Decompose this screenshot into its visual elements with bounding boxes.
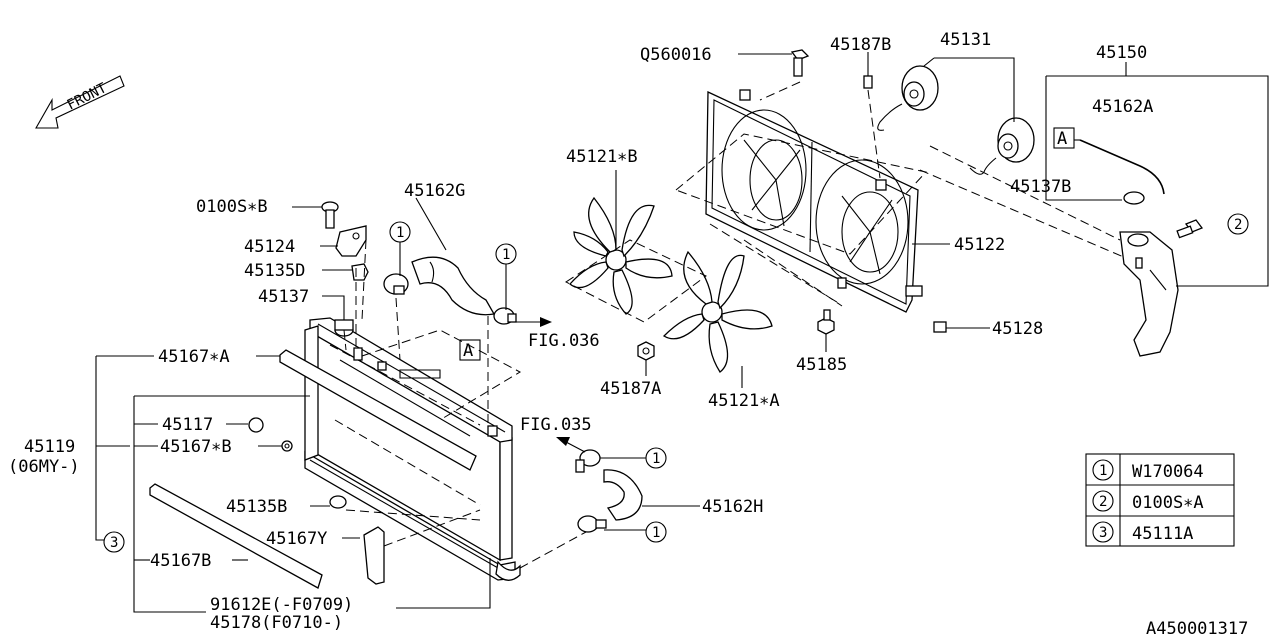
legend-part-2: 0100S∗A xyxy=(1132,493,1204,513)
svg-text:A: A xyxy=(463,341,473,361)
fan-blade-b xyxy=(569,196,673,315)
clamp-lower-lower xyxy=(577,515,607,533)
clamp-lower-upper xyxy=(575,449,601,473)
cushion-45135d xyxy=(351,263,369,281)
reservoir-cap xyxy=(1123,191,1145,205)
label-45137: 45137 xyxy=(258,287,309,307)
label-fig036: FIG.036 xyxy=(528,331,600,351)
svg-text:1: 1 xyxy=(652,525,660,541)
bracket-45124 xyxy=(335,225,367,257)
callout-circle-2: 2 xyxy=(1227,213,1249,235)
callout-circle-1-upper-left: 1 xyxy=(389,221,411,243)
svg-text:1: 1 xyxy=(652,451,660,467)
label-45124: 45124 xyxy=(244,237,295,257)
fan-motor-lower xyxy=(969,117,1035,175)
fan-blade-a xyxy=(662,250,773,373)
label-45162g: 45162G xyxy=(404,181,465,201)
callout-circle-1-lower-lower: 1 xyxy=(645,521,667,543)
legend-table: 1 W170064 2 0100S∗A 3 45111A xyxy=(1085,453,1235,547)
ref-box-a-left: A xyxy=(459,339,481,361)
upper-hose xyxy=(411,256,496,316)
legend-part-3: 45111A xyxy=(1132,524,1193,544)
ref-box-a-right: A xyxy=(1053,127,1075,149)
bolt-circle-2 xyxy=(1176,219,1204,239)
label-45162a: 45162A xyxy=(1092,97,1153,117)
svg-text:A: A xyxy=(1057,129,1067,149)
label-45167b: 45167B xyxy=(150,551,211,571)
cushion-45117 xyxy=(248,417,264,433)
lower-hose xyxy=(603,469,643,521)
label-45122: 45122 xyxy=(954,235,1005,255)
upper-seal xyxy=(279,349,477,471)
lower-seal xyxy=(149,483,323,589)
bolt-45185 xyxy=(817,309,835,335)
legend-part-1: W170064 xyxy=(1132,462,1204,482)
label-fig035: FIG.035 xyxy=(520,415,592,435)
label-45131: 45131 xyxy=(940,30,991,50)
label-45117: 45117 xyxy=(162,415,213,435)
label-45135d: 45135D xyxy=(244,261,305,281)
bolt-0100s-b xyxy=(321,201,339,229)
front-arrow-icon: FRONT xyxy=(35,75,125,129)
label-45119: 45119 xyxy=(24,437,75,457)
fan-shroud xyxy=(705,89,923,313)
clip-45128 xyxy=(933,321,947,333)
leader-lines xyxy=(95,52,1269,613)
label-45119-sub: (06MY-) xyxy=(8,457,80,477)
clamp-upper-right xyxy=(493,307,517,325)
label-91612e: 91612E(-F0709) xyxy=(210,595,353,615)
document-number: A450001317 xyxy=(1146,619,1248,639)
clamp-upper-left xyxy=(383,273,409,295)
label-45187b: 45187B xyxy=(830,35,891,55)
svg-text:3: 3 xyxy=(110,535,118,551)
label-45187a: 45187A xyxy=(600,379,661,399)
label-45185: 45185 xyxy=(796,355,847,375)
label-45167b-star: 45167∗B xyxy=(160,437,232,457)
label-45137b: 45137B xyxy=(1010,177,1071,197)
label-0100s-b: 0100S∗B xyxy=(196,197,268,217)
label-45167a: 45167∗A xyxy=(158,347,230,367)
callout-circle-3: 3 xyxy=(103,531,125,553)
assembly-lines xyxy=(343,81,1127,569)
reservoir-hose xyxy=(1079,139,1165,195)
cushion-45135b xyxy=(329,495,347,509)
legend-num-2: 2 xyxy=(1099,494,1107,510)
label-45121b: 45121∗B xyxy=(566,147,638,167)
label-q560016: Q560016 xyxy=(640,45,712,65)
bolt-q560016 xyxy=(790,49,810,77)
legend-num-1: 1 xyxy=(1099,463,1107,479)
reservoir-tank xyxy=(1119,231,1179,357)
washer-45167b xyxy=(281,440,293,452)
front-label: FRONT xyxy=(65,80,110,114)
svg-text:2: 2 xyxy=(1234,217,1242,233)
svg-text:1: 1 xyxy=(502,247,510,263)
label-45150: 45150 xyxy=(1096,43,1147,63)
label-45128: 45128 xyxy=(992,319,1043,339)
part-labels: Q560016 45187B 45131 45150 45162A 45137B… xyxy=(8,30,1153,633)
nut-45187a xyxy=(637,341,655,361)
radiator xyxy=(304,317,521,581)
label-45121a: 45121∗A xyxy=(708,391,780,411)
label-45135b: 45135B xyxy=(226,497,287,517)
label-45167y: 45167Y xyxy=(266,529,327,549)
svg-text:1: 1 xyxy=(396,225,404,241)
label-45178: 45178(F0710-) xyxy=(210,613,343,633)
fan-motor-upper xyxy=(877,65,939,131)
label-45162h: 45162H xyxy=(702,497,763,517)
callout-circle-1-lower-upper: 1 xyxy=(645,447,667,469)
clip-45187b xyxy=(863,75,873,89)
legend-num-3: 3 xyxy=(1099,525,1107,541)
callout-circle-1-upper-right: 1 xyxy=(495,243,517,265)
air-guide xyxy=(363,526,385,585)
